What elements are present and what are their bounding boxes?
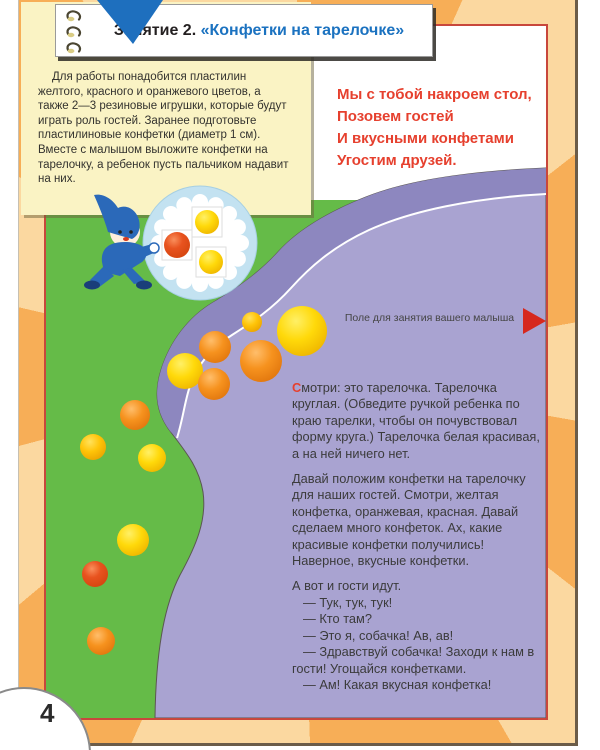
candy-icon <box>164 232 190 258</box>
instruction-text: Для работы понадобится пластилин желтого… <box>38 71 289 186</box>
candy-icon <box>198 368 230 400</box>
rhyme-line: Мы с тобой накроем стол, <box>337 86 532 103</box>
paragraph: Смотри: это тарелочка. Тарелочка круглая… <box>292 380 545 462</box>
lesson-name: «Конфетки на тарелочке» <box>200 21 405 39</box>
pennant-icon <box>97 0 163 44</box>
candy-icon <box>138 444 166 472</box>
dialogue-intro: А вот и гости идут. <box>292 578 402 594</box>
paragraph-text: мотри: это тарелочка. Тарелочка круглая.… <box>292 380 540 461</box>
candy-icon <box>199 331 231 363</box>
candy-icon <box>240 340 282 382</box>
candy-icon <box>167 353 203 389</box>
candy-icon <box>117 524 149 556</box>
dialogue-line: — Это я, собачка! Ав, ав! <box>303 627 454 643</box>
candy-icon <box>120 400 150 430</box>
candy-icon <box>195 210 219 234</box>
candy-cluster <box>167 306 327 400</box>
paragraph: Давай положим конфетки на тарелочку для … <box>292 471 526 569</box>
rhyme-line: Угостим друзей. <box>337 152 457 169</box>
dialogue-line: — Тук, тук, тук! <box>303 594 393 610</box>
rhyme-text: Мы с тобой накроем стол, Позовем гостей … <box>337 84 569 172</box>
scattered-candies <box>80 400 166 655</box>
rhyme-line: И вкусными конфетами <box>337 130 514 147</box>
candy-icon <box>277 306 327 356</box>
page-number: 4 <box>40 698 55 728</box>
plate-icon <box>142 185 258 301</box>
lesson-body: Смотри: это тарелочка. Тарелочка круглая… <box>292 380 545 693</box>
dialogue-line: — Здравствуй собачка! Заходи к нам в гос… <box>292 644 535 676</box>
candy-icon <box>82 561 108 587</box>
dialogue-line: — Кто там? <box>303 611 372 627</box>
candy-icon <box>80 434 106 460</box>
drop-cap: С <box>292 380 302 395</box>
candy-icon <box>87 627 115 655</box>
red-arrow-icon <box>523 308 546 334</box>
content-sheet: Для работы понадобится пластилин желтого… <box>21 0 548 720</box>
scene-illustration <box>80 167 546 718</box>
play-area-label: Поле для занятия вашего малыша <box>344 312 515 324</box>
binder-holes-icon <box>66 10 82 54</box>
dialogue-line: — Ам! Какая вкусная конфетка! <box>303 676 492 692</box>
rhyme-line: Позовем гостей <box>337 108 454 125</box>
candy-icon <box>199 250 223 274</box>
gnome-character <box>84 194 160 290</box>
candy-icon <box>242 312 262 332</box>
paragraph: А вот и гости идут. — Тук, тук, тук! — К… <box>292 578 545 693</box>
instruction-note: Для работы понадобится пластилин желтого… <box>21 2 311 215</box>
